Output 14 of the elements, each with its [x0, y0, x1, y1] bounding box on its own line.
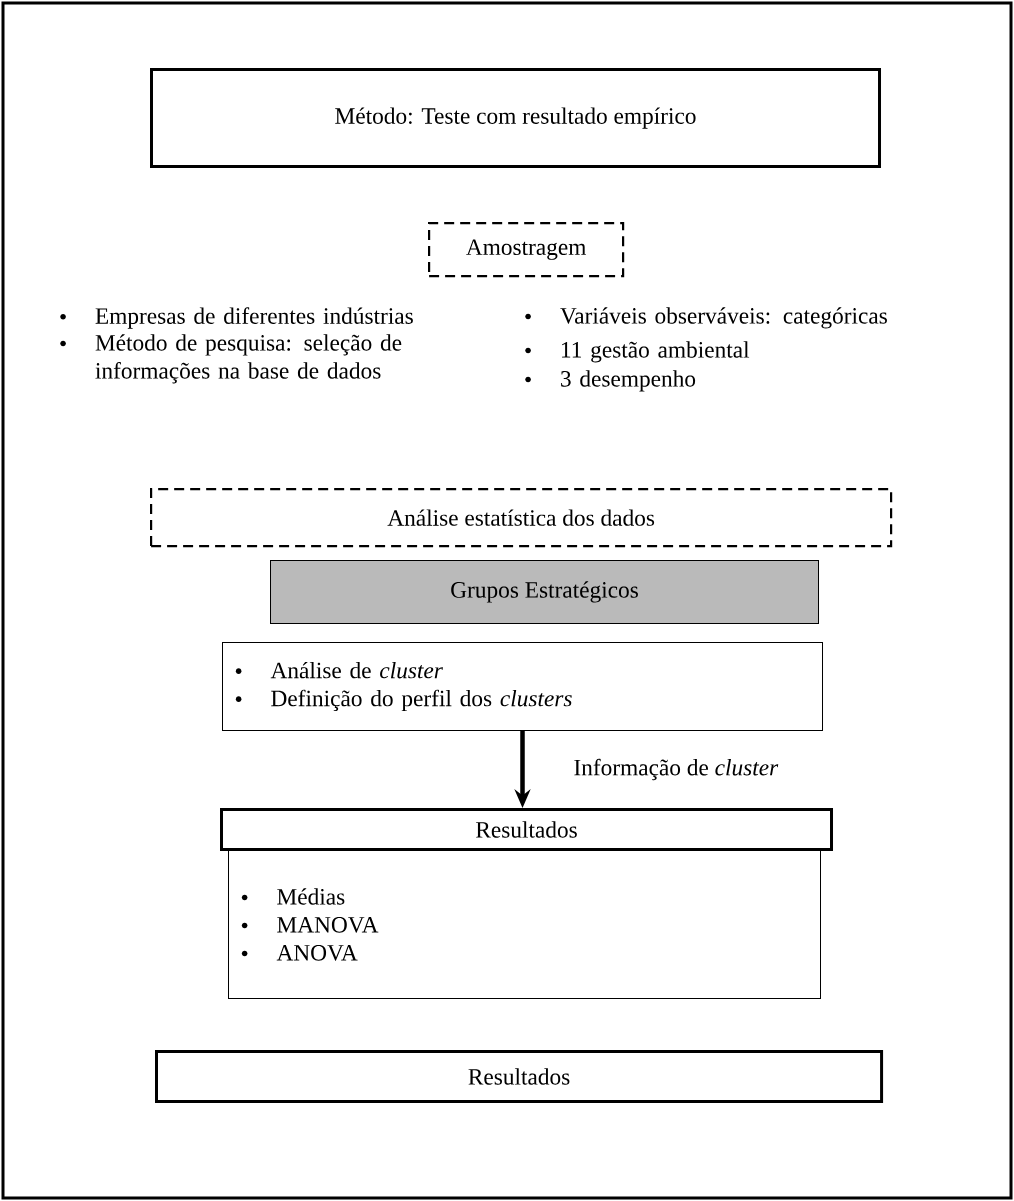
- process-box: Resultados: [220, 808, 833, 851]
- header-box: Grupos Estratégicos: [270, 560, 819, 624]
- bullet-item: 3 desempenho: [525, 370, 696, 392]
- bullet-item: Variáveis observáveis: categóricas: [525, 307, 887, 329]
- section-box: Análise estatística dos dados: [150, 488, 893, 548]
- bullet-item: Método de pesquisa: seleção de informações na base de dados: [60, 334, 402, 384]
- edge-label: Informação de cluster: [570, 756, 781, 783]
- section-box: Amostragem: [428, 222, 625, 278]
- process-box: Método: Teste com resultado empírico: [150, 68, 881, 169]
- bullet-list-box: Médias MANOVA ANOVA: [228, 850, 821, 999]
- bullet-item: 11 gestão ambiental: [525, 341, 750, 363]
- bullet-list-box: Análise de cluster Definição do perfil dos clusters: [222, 642, 823, 731]
- bullet-item: Empresas de diferentes indústrias: [60, 307, 413, 329]
- process-box: Resultados: [155, 1050, 884, 1103]
